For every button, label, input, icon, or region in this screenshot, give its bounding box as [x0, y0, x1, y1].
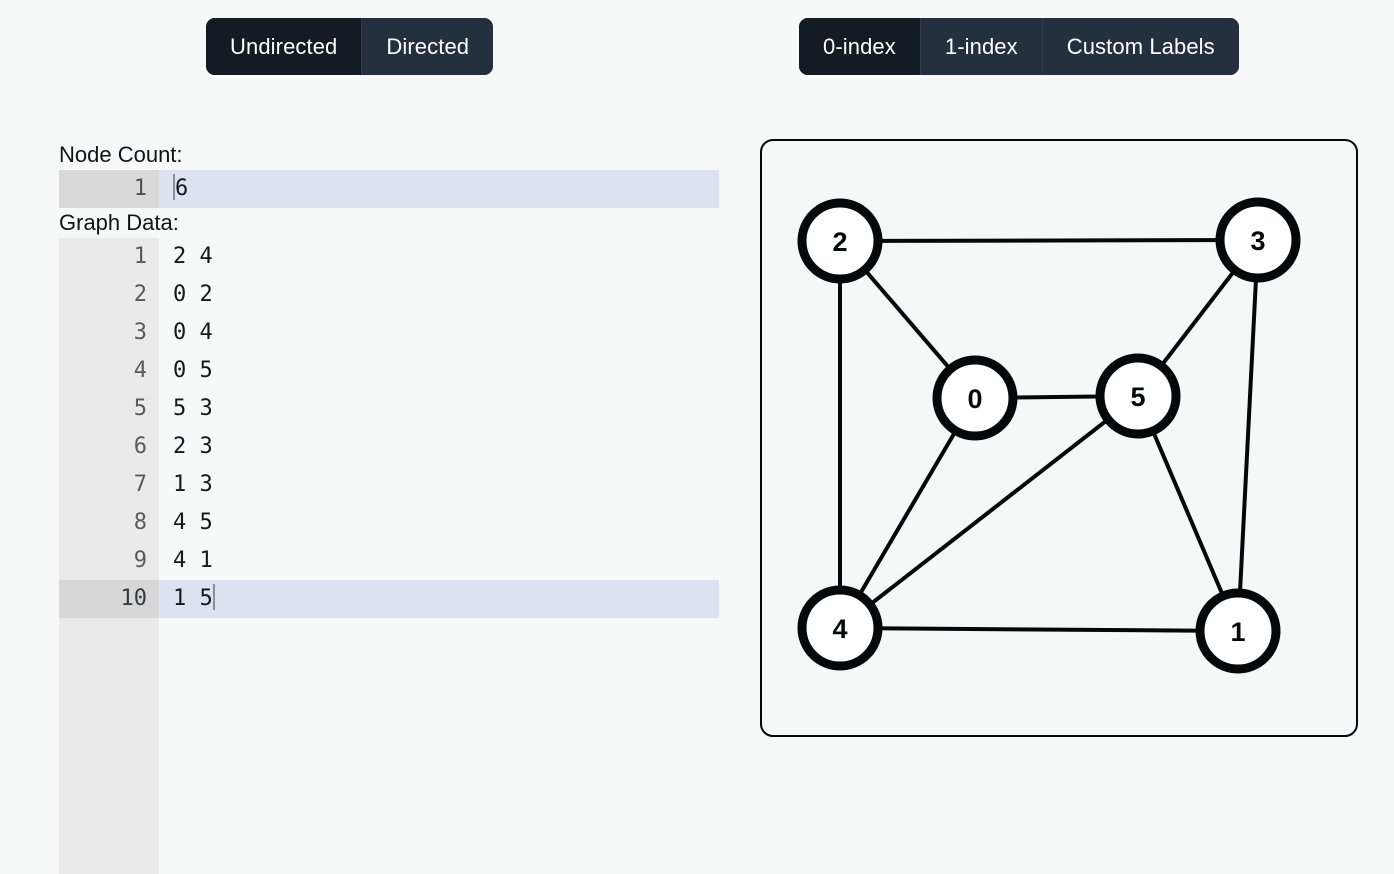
- code-line[interactable]: 6: [159, 170, 719, 208]
- graph-node-circle[interactable]: [1195, 588, 1281, 674]
- code-line[interactable]: 1 3: [173, 472, 213, 497]
- graph-edge: [839, 238, 1259, 243]
- code-line[interactable]: 0 5: [173, 358, 213, 383]
- line-number: 6: [133, 434, 147, 459]
- toggle-option-custom-labels[interactable]: Custom Labels: [1041, 18, 1239, 75]
- graph-edge: [839, 626, 1239, 633]
- graph-node-circle[interactable]: [1095, 353, 1181, 439]
- node-count-code-area[interactable]: 6: [159, 170, 719, 208]
- line-number: 4: [133, 358, 147, 383]
- graph-node-label: 1: [1230, 617, 1245, 647]
- line-number: 3: [133, 320, 147, 345]
- code-line[interactable]: 0 4: [173, 320, 213, 345]
- line-number: 8: [133, 510, 147, 535]
- code-line[interactable]: 1 5: [159, 580, 719, 618]
- code-line[interactable]: 2 4: [173, 244, 213, 269]
- graph-node-label: 4: [832, 614, 847, 644]
- node-indexing-toggle[interactable]: 0-index 1-index Custom Labels: [799, 18, 1239, 75]
- graph-node[interactable]: 5: [1095, 353, 1181, 439]
- graph-nodes-layer: 0 1 2 3 4 5: [797, 197, 1301, 674]
- graph-edge: [1236, 239, 1260, 632]
- code-line[interactable]: 5 3: [173, 396, 213, 421]
- graph-data-code-area[interactable]: 2 4 0 2 0 4 0 5 5 3 2 3 1 3 4 5 4 1 1 5: [159, 238, 719, 858]
- toggle-option-directed[interactable]: Directed: [361, 18, 494, 75]
- graph-node[interactable]: 1: [1195, 588, 1281, 674]
- graph-node-label: 3: [1250, 226, 1265, 256]
- node-count-label: Node Count:: [59, 142, 183, 167]
- graph-data-editor[interactable]: 1 2 3 4 5 6 7 8 9 10 2 4 0 2 0 4 0 5 5 3 2 3 1 3 4 5 4 1 1…: [59, 238, 719, 874]
- line-number: 7: [133, 472, 147, 497]
- graph-node[interactable]: 4: [797, 585, 883, 671]
- graph-node-label: 5: [1130, 382, 1145, 412]
- line-number: 10: [59, 580, 159, 618]
- graph-data-label: Graph Data:: [59, 210, 179, 235]
- text-caret: [212, 584, 215, 610]
- graph-edge: [838, 394, 1140, 630]
- node-count-gutter: 1: [59, 170, 159, 208]
- graph-node-label: 0: [967, 384, 982, 414]
- graph-data-gutter: 1 2 3 4 5 6 7 8 9 10: [59, 238, 159, 874]
- node-count-editor[interactable]: 1 6: [59, 170, 719, 208]
- code-line[interactable]: 4 1: [173, 548, 213, 573]
- graph-direction-toggle[interactable]: Undirected Directed: [206, 18, 494, 75]
- graph-node-circle[interactable]: [1215, 197, 1301, 283]
- graph-node-circle[interactable]: [797, 585, 883, 671]
- graph-node[interactable]: 3: [1215, 197, 1301, 283]
- graph-node[interactable]: 2: [797, 198, 883, 284]
- graph-node-label: 2: [832, 227, 847, 257]
- graph-visualization-canvas[interactable]: 0 1 2 3 4 5: [760, 139, 1358, 737]
- graph-edges-layer: [838, 238, 1260, 633]
- toggle-option-undirected[interactable]: Undirected: [206, 18, 362, 75]
- text-caret: [173, 174, 175, 200]
- code-line[interactable]: 4 5: [173, 510, 213, 535]
- graph-node-circle[interactable]: [797, 198, 883, 284]
- line-number: 5: [133, 396, 147, 421]
- toggle-option-1-index[interactable]: 1-index: [919, 18, 1042, 75]
- line-number: 2: [133, 282, 147, 307]
- graph-edge: [838, 396, 977, 630]
- line-number: 1: [133, 244, 147, 269]
- code-line[interactable]: 2 3: [173, 434, 213, 459]
- code-line[interactable]: 0 2: [173, 282, 213, 307]
- graph-node[interactable]: 0: [932, 355, 1018, 441]
- line-number: 1: [59, 170, 159, 208]
- graph-edge: [1136, 395, 1240, 632]
- line-number: 9: [133, 548, 147, 573]
- graph-node-circle[interactable]: [932, 355, 1018, 441]
- toggle-option-0-index[interactable]: 0-index: [799, 18, 920, 75]
- graph-svg: 0 1 2 3 4 5: [797, 197, 1301, 674]
